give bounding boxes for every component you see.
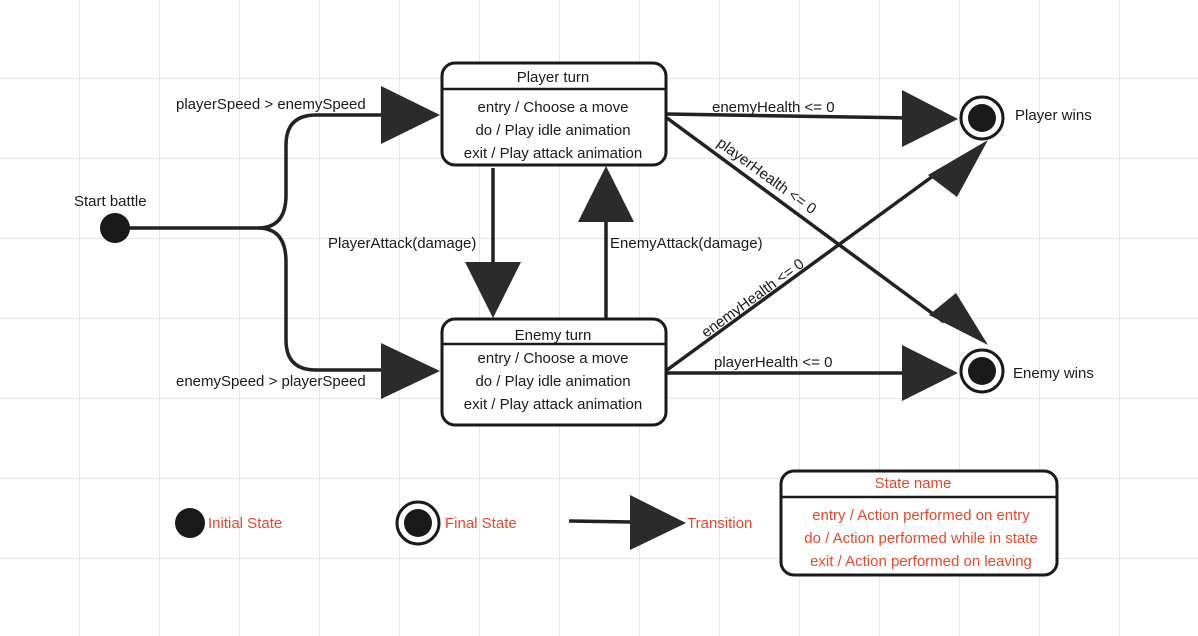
enemy-wins-label: Enemy wins [1013, 365, 1094, 382]
legend-initial-label: Initial State [208, 515, 282, 532]
label-enemy-to-enemy-wins: playerHealth <= 0 [714, 354, 832, 371]
arrowhead-to-enemy [381, 343, 440, 399]
arrowhead-enemy-attack [578, 166, 634, 222]
label-enemy-attack: EnemyAttack(damage) [610, 235, 763, 252]
arrowhead-player-attack [465, 262, 521, 318]
enemy-turn-exit: exit / Play attack animation [464, 396, 642, 413]
legend: Initial State Final State Transition Sta… [175, 469, 1059, 577]
label-player-to-enemy-wins: playerHealth <= 0 [714, 134, 820, 217]
arrowhead-to-player [381, 86, 440, 144]
player-turn-do: do / Play idle animation [475, 122, 630, 139]
player-to-enemy-wins-edge [665, 116, 946, 324]
arrowhead-enemy-wins-from-player [929, 293, 988, 345]
legend-state-do: do / Action performed while in state [804, 530, 1037, 547]
enemy-turn-name: Enemy turn [515, 327, 592, 344]
legend-transition-label: Transition [687, 515, 752, 532]
initial-state-node [100, 213, 130, 243]
player-turn-exit: exit / Play attack animation [464, 145, 642, 162]
branch-to-enemy-edge [257, 226, 390, 372]
enemy-wins-core [968, 357, 996, 385]
state-enemy-turn: Enemy turn entry / Choose a move do / Pl… [440, 317, 668, 427]
state-player-turn: Player turn entry / Choose a move do / P… [440, 61, 668, 167]
label-player-attack: PlayerAttack(damage) [328, 235, 476, 252]
player-turn-name: Player turn [517, 69, 590, 86]
player-wins-core [968, 104, 996, 132]
label-enemy-first: enemySpeed > playerSpeed [176, 373, 366, 390]
legend-transition-line [568, 519, 633, 524]
label-enemy-to-player-wins: enemyHealth <= 0 [698, 255, 807, 341]
arrowhead-enemy-wins-from-enemy [902, 345, 958, 401]
enemy-turn-do: do / Play idle animation [475, 373, 630, 390]
legend-initial-icon [175, 508, 205, 538]
legend-state-entry: entry / Action performed on entry [812, 507, 1030, 524]
enemy-turn-box [440, 317, 668, 427]
legend-final-label: Final State [445, 515, 517, 532]
enemy-to-player-wins-edge [665, 166, 946, 372]
final-state-enemy-wins [959, 348, 1005, 394]
branch-to-player-edge [257, 113, 390, 230]
legend-state-name: State name [875, 475, 952, 492]
start-battle-label: Start battle [74, 193, 147, 210]
player-turn-entry: entry / Choose a move [478, 99, 629, 116]
legend-state-exit: exit / Action performed on leaving [810, 553, 1032, 570]
enemy-turn-entry: entry / Choose a move [478, 350, 629, 367]
arrowhead-player-wins-from-player [902, 90, 958, 147]
final-state-player-wins [959, 95, 1005, 141]
legend-final-core [404, 509, 432, 537]
label-player-to-player-wins: enemyHealth <= 0 [712, 99, 835, 116]
player-to-player-wins-edge [666, 112, 911, 120]
player-wins-label: Player wins [1015, 107, 1092, 124]
arrowhead-player-wins-from-enemy [928, 140, 988, 197]
legend-transition-arrowhead [630, 495, 686, 550]
label-player-first: playerSpeed > enemySpeed [176, 96, 366, 113]
